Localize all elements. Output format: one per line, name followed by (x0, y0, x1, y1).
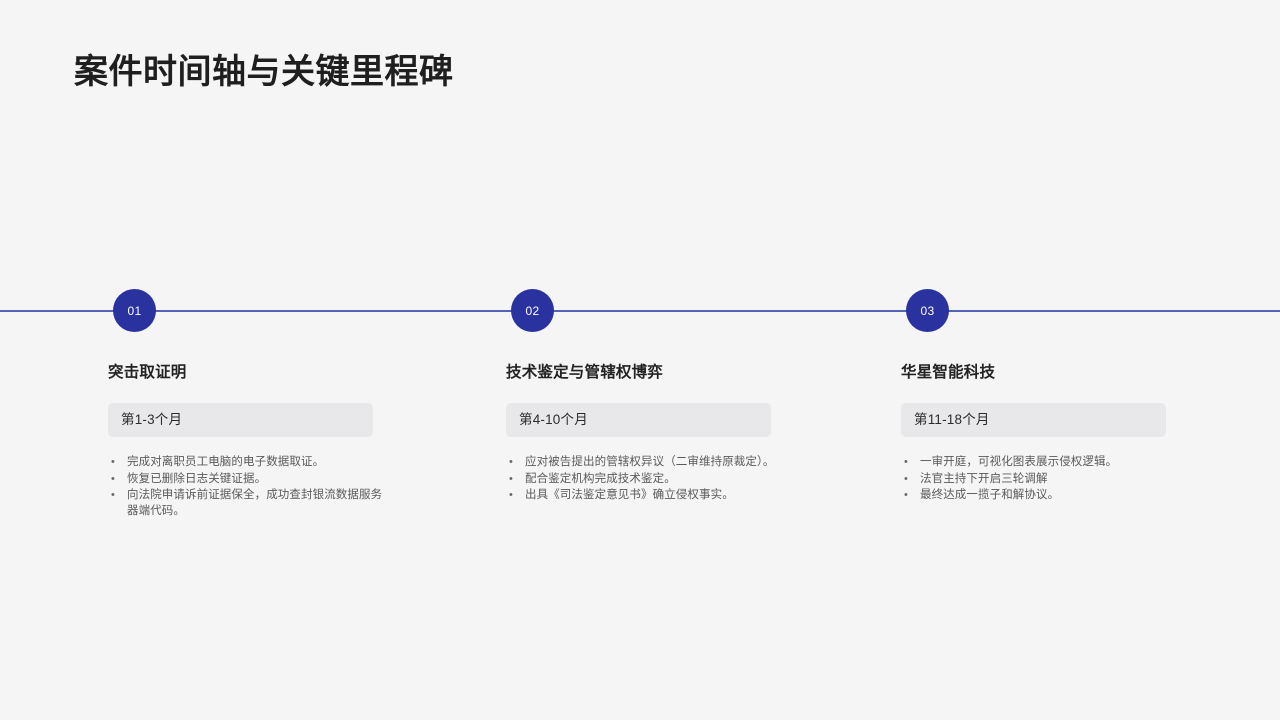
timeline-marker-number: 02 (525, 303, 540, 318)
timeline-period-label: 第4-10个月 (519, 412, 588, 428)
timeline-item-01: 01 突击取证明第1-3个月完成对离职员工电脑的电子数据取证。恢复已删除日志关键证… (108, 0, 408, 720)
timeline-marker-circle[interactable]: 03 (906, 289, 949, 332)
timeline-period-chip: 第1-3个月 (108, 403, 373, 437)
timeline-item-03: 03 华星智能科技第11-18个月一审开庭，可视化图表展示侵权逻辑。法官主持下开启… (901, 0, 1201, 720)
timeline-bullet-item: 完成对离职员工电脑的电子数据取证。 (108, 455, 388, 471)
timeline-bullet-item: 最终达成一揽子和解协议。 (901, 488, 1181, 504)
timeline-bullet-item: 应对被告提出的管辖权异议（二审维持原裁定）。 (506, 455, 786, 471)
timeline-bullet-item: 一审开庭，可视化图表展示侵权逻辑。 (901, 455, 1181, 471)
timeline-bullet-list: 完成对离职员工电脑的电子数据取证。恢复已删除日志关键证据。向法院申请诉前证据保全… (108, 455, 388, 520)
timeline-bullet-item: 出具《司法鉴定意见书》确立侵权事实。 (506, 488, 786, 504)
timeline-bullet-item: 配合鉴定机构完成技术鉴定。 (506, 472, 786, 488)
timeline-marker-circle[interactable]: 01 (113, 289, 156, 332)
page-title: 案件时间轴与关键里程碑 (74, 53, 454, 91)
timeline-axis-line (0, 310, 1280, 312)
timeline-bullet-item: 法官主持下开启三轮调解 (901, 472, 1181, 488)
timeline-period-label: 第11-18个月 (914, 412, 990, 428)
timeline-item-title: 技术鉴定与管辖权博弈 (506, 364, 664, 381)
timeline-bullet-item: 恢复已删除日志关键证据。 (108, 472, 388, 488)
timeline-marker-number: 03 (920, 303, 935, 318)
timeline-item-title: 突击取证明 (108, 364, 187, 381)
timeline-marker-number: 01 (127, 303, 142, 318)
timeline-item-02: 02 技术鉴定与管辖权博弈第4-10个月应对被告提出的管辖权异议（二审维持原裁定）… (506, 0, 806, 720)
timeline-period-chip: 第4-10个月 (506, 403, 771, 437)
timeline-bullet-list: 应对被告提出的管辖权异议（二审维持原裁定）。配合鉴定机构完成技术鉴定。出具《司法… (506, 455, 786, 505)
timeline-bullet-item: 向法院申请诉前证据保全，成功查封银流数据服务器端代码。 (108, 488, 388, 519)
timeline-item-title: 华星智能科技 (901, 364, 996, 381)
timeline-marker-circle[interactable]: 02 (511, 289, 554, 332)
timeline-period-chip: 第11-18个月 (901, 403, 1166, 437)
timeline-bullet-list: 一审开庭，可视化图表展示侵权逻辑。法官主持下开启三轮调解最终达成一揽子和解协议。 (901, 455, 1181, 505)
timeline-period-label: 第1-3个月 (121, 412, 183, 428)
